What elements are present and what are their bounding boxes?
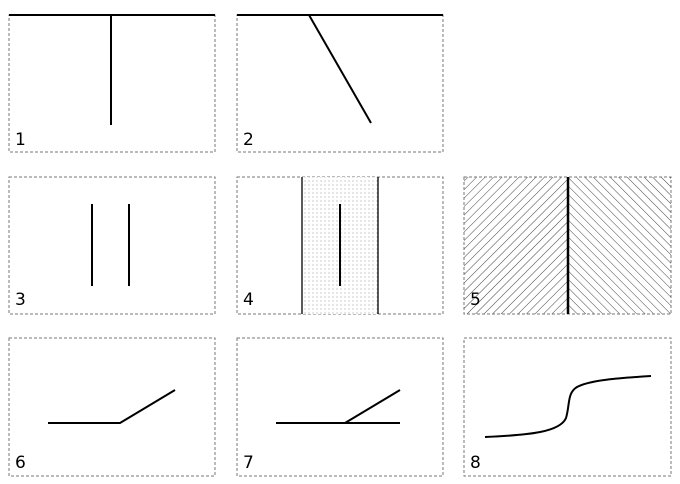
panel-5: 5 — [463, 176, 672, 315]
panel-8-s-curve — [484, 375, 652, 438]
panel-2: 2 — [236, 14, 444, 153]
panel-2-label: 2 — [243, 130, 254, 150]
panel-8: 8 — [463, 337, 672, 477]
panel-7-branch-line — [344, 389, 401, 424]
panel-5-left-hatch — [464, 177, 568, 314]
panel-2-slanted-line — [308, 14, 372, 124]
panel-4-label: 4 — [243, 290, 254, 310]
panel-7-label: 7 — [243, 453, 254, 473]
panel-1-label: 1 — [15, 130, 26, 150]
panel-6-bent-line — [48, 389, 176, 424]
panel-6-border — [8, 337, 216, 477]
panel-3: 3 — [8, 176, 216, 315]
panel-3-border — [8, 176, 216, 315]
panel-7-border — [236, 337, 444, 477]
panel-7: 7 — [236, 337, 444, 477]
panel-8-border — [463, 337, 672, 477]
panel-8-label: 8 — [470, 453, 481, 473]
panel-5-right-hatch — [568, 177, 671, 314]
panel-4: 4 — [236, 176, 444, 315]
panel-3-label: 3 — [15, 290, 26, 310]
panel-5-label: 5 — [470, 290, 481, 310]
panel-6-label: 6 — [15, 453, 26, 473]
panel-6: 6 — [8, 337, 216, 477]
panel-2-border — [236, 14, 444, 153]
panel-1: 1 — [8, 14, 216, 153]
